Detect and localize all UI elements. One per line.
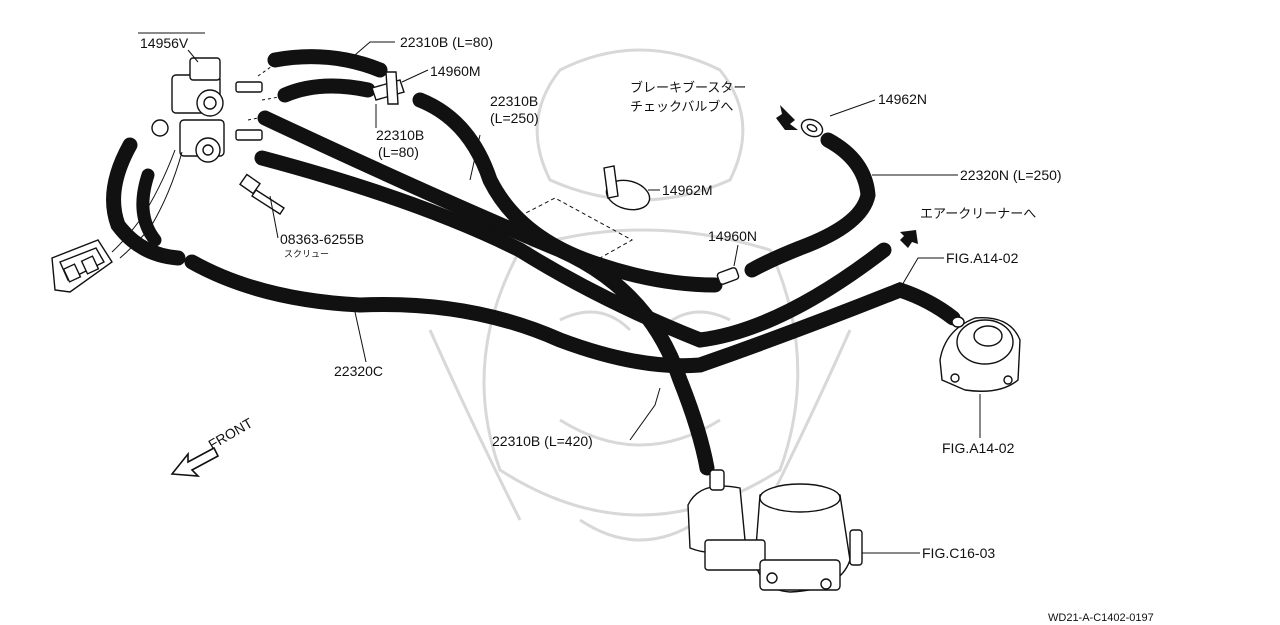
air-cleaner-arrow-icon	[900, 230, 918, 248]
label-front: FRONT	[206, 414, 256, 452]
clip-14962n	[800, 118, 824, 138]
direction-arrows	[170, 105, 918, 477]
label-22310b-250-a: 22310B	[490, 93, 538, 109]
label-14962n: 14962N	[878, 91, 927, 107]
label-22320c: 22320C	[334, 363, 383, 379]
leader-lines	[138, 32, 981, 554]
label-22310b-mid-a: 22310B	[376, 127, 424, 143]
label-14960n: 14960N	[708, 228, 757, 244]
label-08363: 08363-6255B	[280, 231, 364, 247]
label-screw: スクリュー	[284, 249, 329, 260]
electrical-connector	[51, 239, 113, 293]
labels: 14956V 22310B (L=80) 14960M 22310B (L=80…	[140, 34, 1154, 624]
label-brake-booster-1: ブレーキブースター	[630, 80, 746, 96]
label-brake-booster-2: チェックバルブへ	[630, 99, 733, 115]
tee-connector-14960m	[371, 71, 405, 105]
solenoid-valve-14956v	[111, 57, 263, 259]
label-22310b-250-b: (L=250)	[490, 110, 539, 126]
label-22310b-mid-b: (L=80)	[378, 144, 419, 160]
label-ref-code: WD21-A-C1402-0197	[1048, 612, 1154, 624]
bolt-08363-6255b	[239, 173, 285, 215]
label-14956v: 14956V	[140, 35, 189, 51]
label-22310b-l420: 22310B (L=420)	[492, 433, 593, 449]
egr-valve	[939, 316, 1021, 392]
label-fig-a14-top: FIG.A14-02	[946, 250, 1019, 266]
brake-booster-arrow-icon	[776, 105, 798, 130]
label-14962m: 14962M	[662, 182, 713, 198]
throttle-body	[687, 469, 863, 593]
label-22310b-l80-top: 22310B (L=80)	[400, 34, 493, 50]
label-fig-c16: FIG.C16-03	[922, 545, 995, 561]
clamp-14962m	[603, 165, 651, 211]
label-22320n: 22320N (L=250)	[960, 167, 1062, 183]
hoses	[106, 49, 961, 476]
label-14960m: 14960M	[430, 63, 481, 79]
label-air-cleaner: エアークリーナーへ	[920, 207, 1036, 222]
front-arrow-icon	[170, 446, 220, 477]
label-fig-a14-bottom: FIG.A14-02	[942, 440, 1015, 456]
connector-14960n	[716, 267, 740, 285]
